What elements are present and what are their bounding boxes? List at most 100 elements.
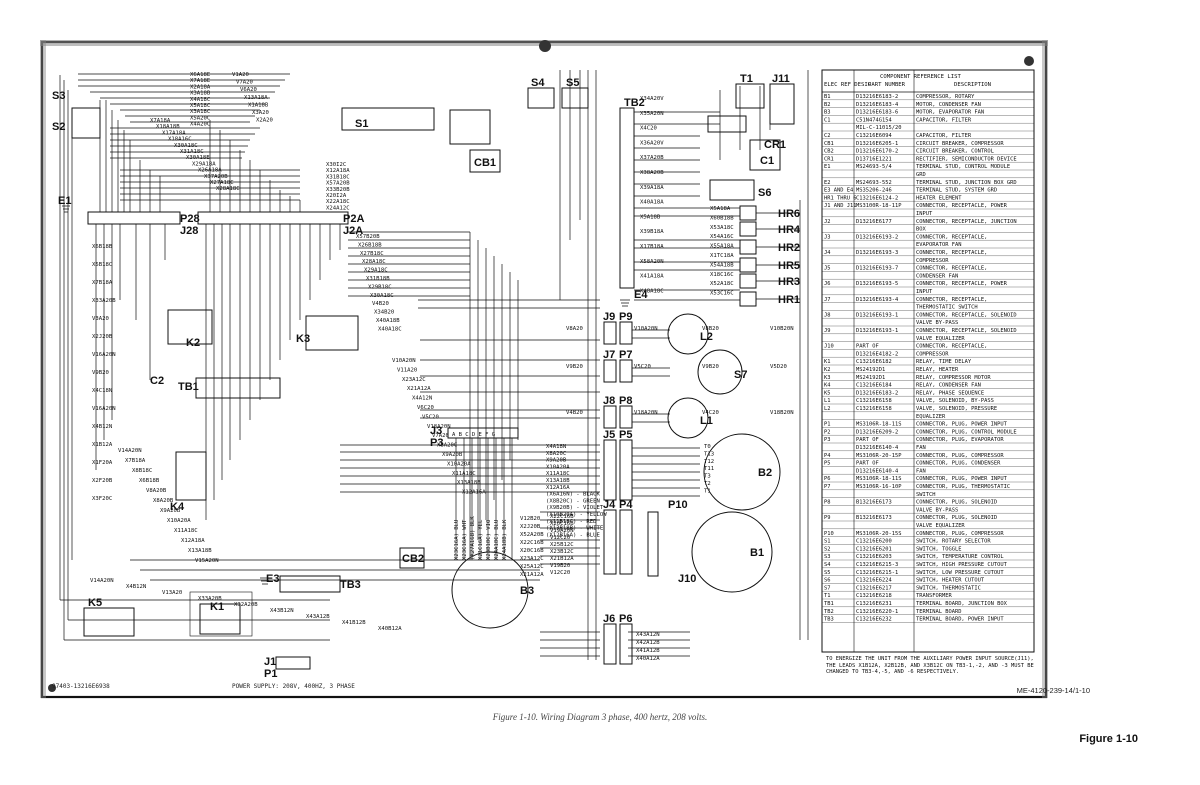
wire-label: V3A20 [92, 316, 109, 322]
wire-label: X43B12N [270, 608, 294, 614]
table-part-number: PART OF [856, 461, 879, 467]
table-description: CONNECTOR, PLUG, COMPRESSOR [916, 453, 1004, 459]
wire-label: X41A18A [640, 274, 664, 280]
wire-labels-bottom: V14A20NX4B12NV13A20X33A20BX32A20BX43B12N… [90, 578, 402, 632]
wire-label: X11A18C [174, 528, 198, 534]
table-part-number: D13216E6183-6 [856, 110, 898, 116]
table-part-number: MS24693-5/4 [856, 164, 892, 170]
table-ref-desig: P6 [824, 476, 831, 482]
table-ref-desig: T1 [824, 593, 831, 599]
wire-label: X28A18C [362, 259, 386, 265]
table-description: VALVE EQUALIZER [916, 523, 965, 529]
table-part-number: D13216E6193-4 [856, 297, 898, 303]
label-K1: K1 [210, 601, 224, 613]
wire-label: V16A20N [92, 406, 116, 412]
wire-label: X42A12B [636, 640, 660, 646]
wire-label: X5B18C [92, 262, 112, 268]
label-P8: P8 [619, 395, 632, 407]
table-part-number: MS24192D1 [856, 375, 885, 381]
wire-label: (X6A16N) - BLACK [546, 492, 601, 498]
wire-label: T12 [704, 459, 714, 465]
wire-label: V8B20 [702, 326, 719, 332]
wire-label: X1A18B [248, 102, 269, 108]
wire-label: X52A18C [710, 281, 734, 287]
label-HR4: HR4 [778, 224, 801, 236]
table-description: SWITCH, LOW PRESSURE CUTOUT [916, 570, 1004, 576]
table-description: RELAY, PHASE SEQUENCE [916, 390, 984, 396]
table-part-number: C13216E6124-2 [856, 195, 898, 201]
table-ref-desig: J2 [824, 219, 831, 225]
label-K5: K5 [88, 597, 102, 609]
label-B3: B3 [520, 585, 534, 597]
label-P5: P5 [619, 429, 632, 441]
wire-label: X22C16B [550, 514, 574, 520]
wire-label: X27B18C [360, 251, 384, 257]
wire-label: V9B20 [92, 370, 109, 376]
wire-label: V14A20N [118, 448, 142, 454]
wire-label: V4C20 [702, 410, 719, 416]
table-description: CONDENSER FAN [916, 273, 958, 279]
wire-label: X2A20 [256, 118, 273, 124]
table-part-number: D13216E6209-2 [856, 429, 898, 435]
table-description: EQUALIZER [916, 414, 946, 420]
table-part-number: C13216E6224 [856, 578, 892, 584]
wire-label: X13A18A [244, 95, 268, 101]
table-part-number: MS3106R-20-15P [856, 453, 901, 459]
wire-label: X40A12A [636, 656, 660, 662]
table-description: INPUT [916, 211, 933, 217]
label-S6: S6 [758, 187, 771, 199]
table-part-number: D13216E6183-2 [856, 390, 898, 396]
table-description: CONNECTOR, RECEPTACLE, SOLENOID [916, 328, 1017, 334]
table-description: CONNECTOR, PLUG, SOLENOID [916, 515, 997, 521]
wire-label: X10A20A [167, 518, 191, 524]
wire-label: X4B12N [92, 424, 112, 430]
wire-label: X21B12A [550, 556, 574, 562]
wire-label: X7B18A [92, 280, 113, 286]
wire-label: X5A18B [640, 214, 661, 220]
wire-label: X31A18C [180, 149, 204, 155]
wire-label: X30A18C [174, 143, 198, 149]
wire-label: T2 [704, 481, 711, 487]
table-part-number: C13216E6203 [856, 554, 892, 560]
wire-label: X33B20B [326, 187, 350, 193]
wire-label: X1B12A [92, 442, 113, 448]
wire-label: X3A18B [190, 91, 211, 97]
label-CR1: CR1 [764, 139, 786, 151]
table-part-number: D13216E6193-7 [856, 266, 898, 272]
label-HR6: HR6 [778, 208, 800, 220]
wire-label: X40A18A [640, 200, 664, 206]
table-ref-desig: J8 [824, 312, 831, 318]
table-ref-desig: K1 [824, 359, 831, 365]
wire-label: X40A18C [378, 326, 402, 332]
wire-label: V13A20 [162, 590, 182, 596]
table-part-number: C13216E6215-3 [856, 562, 898, 568]
wire-label: X21A12A [407, 386, 431, 392]
wire-label: V7A20 [236, 80, 253, 86]
wire-label: X41B12B [342, 620, 366, 626]
table-ref-desig: J1 AND J11 [824, 203, 856, 209]
table-ref-desig: TB3 [824, 617, 834, 623]
label-L2: L2 [700, 331, 713, 343]
table-description: CONNECTOR, RECEPTACLE, POWER [916, 203, 1008, 209]
wire-label: T0 [704, 444, 711, 450]
table-ref-desig: S3 [824, 554, 831, 560]
wire-label: X34A20V [640, 96, 664, 102]
wire-label: X5A18C [190, 103, 210, 109]
table-ref-desig: CB2 [824, 149, 834, 155]
table-part-number: C13216E6232 [856, 617, 892, 623]
wire-label: X4A12N [412, 396, 432, 402]
wire-label: X39A18A [640, 185, 664, 191]
table-part-number: MIL-C-11015/20 [856, 125, 901, 131]
wire-label: X8A20C [437, 443, 457, 449]
wire-label: V4B20 [566, 410, 583, 416]
wire-label: X3A20 [252, 110, 269, 116]
label-J11: J11 [772, 73, 790, 85]
wire-label: X12A18A [181, 538, 205, 544]
wire-label: V5C20 [422, 414, 439, 420]
wire-labels-p2a: X57B20BX26B18BX27B18CX28A18CX29A18CX31B1… [356, 234, 402, 332]
wire-label: X13A18B [188, 548, 212, 554]
table-col-part: PART NUMBER [868, 82, 906, 88]
wire-label: X3A18C [190, 109, 210, 115]
wire-label: (X11B18C) - RED [546, 519, 597, 525]
